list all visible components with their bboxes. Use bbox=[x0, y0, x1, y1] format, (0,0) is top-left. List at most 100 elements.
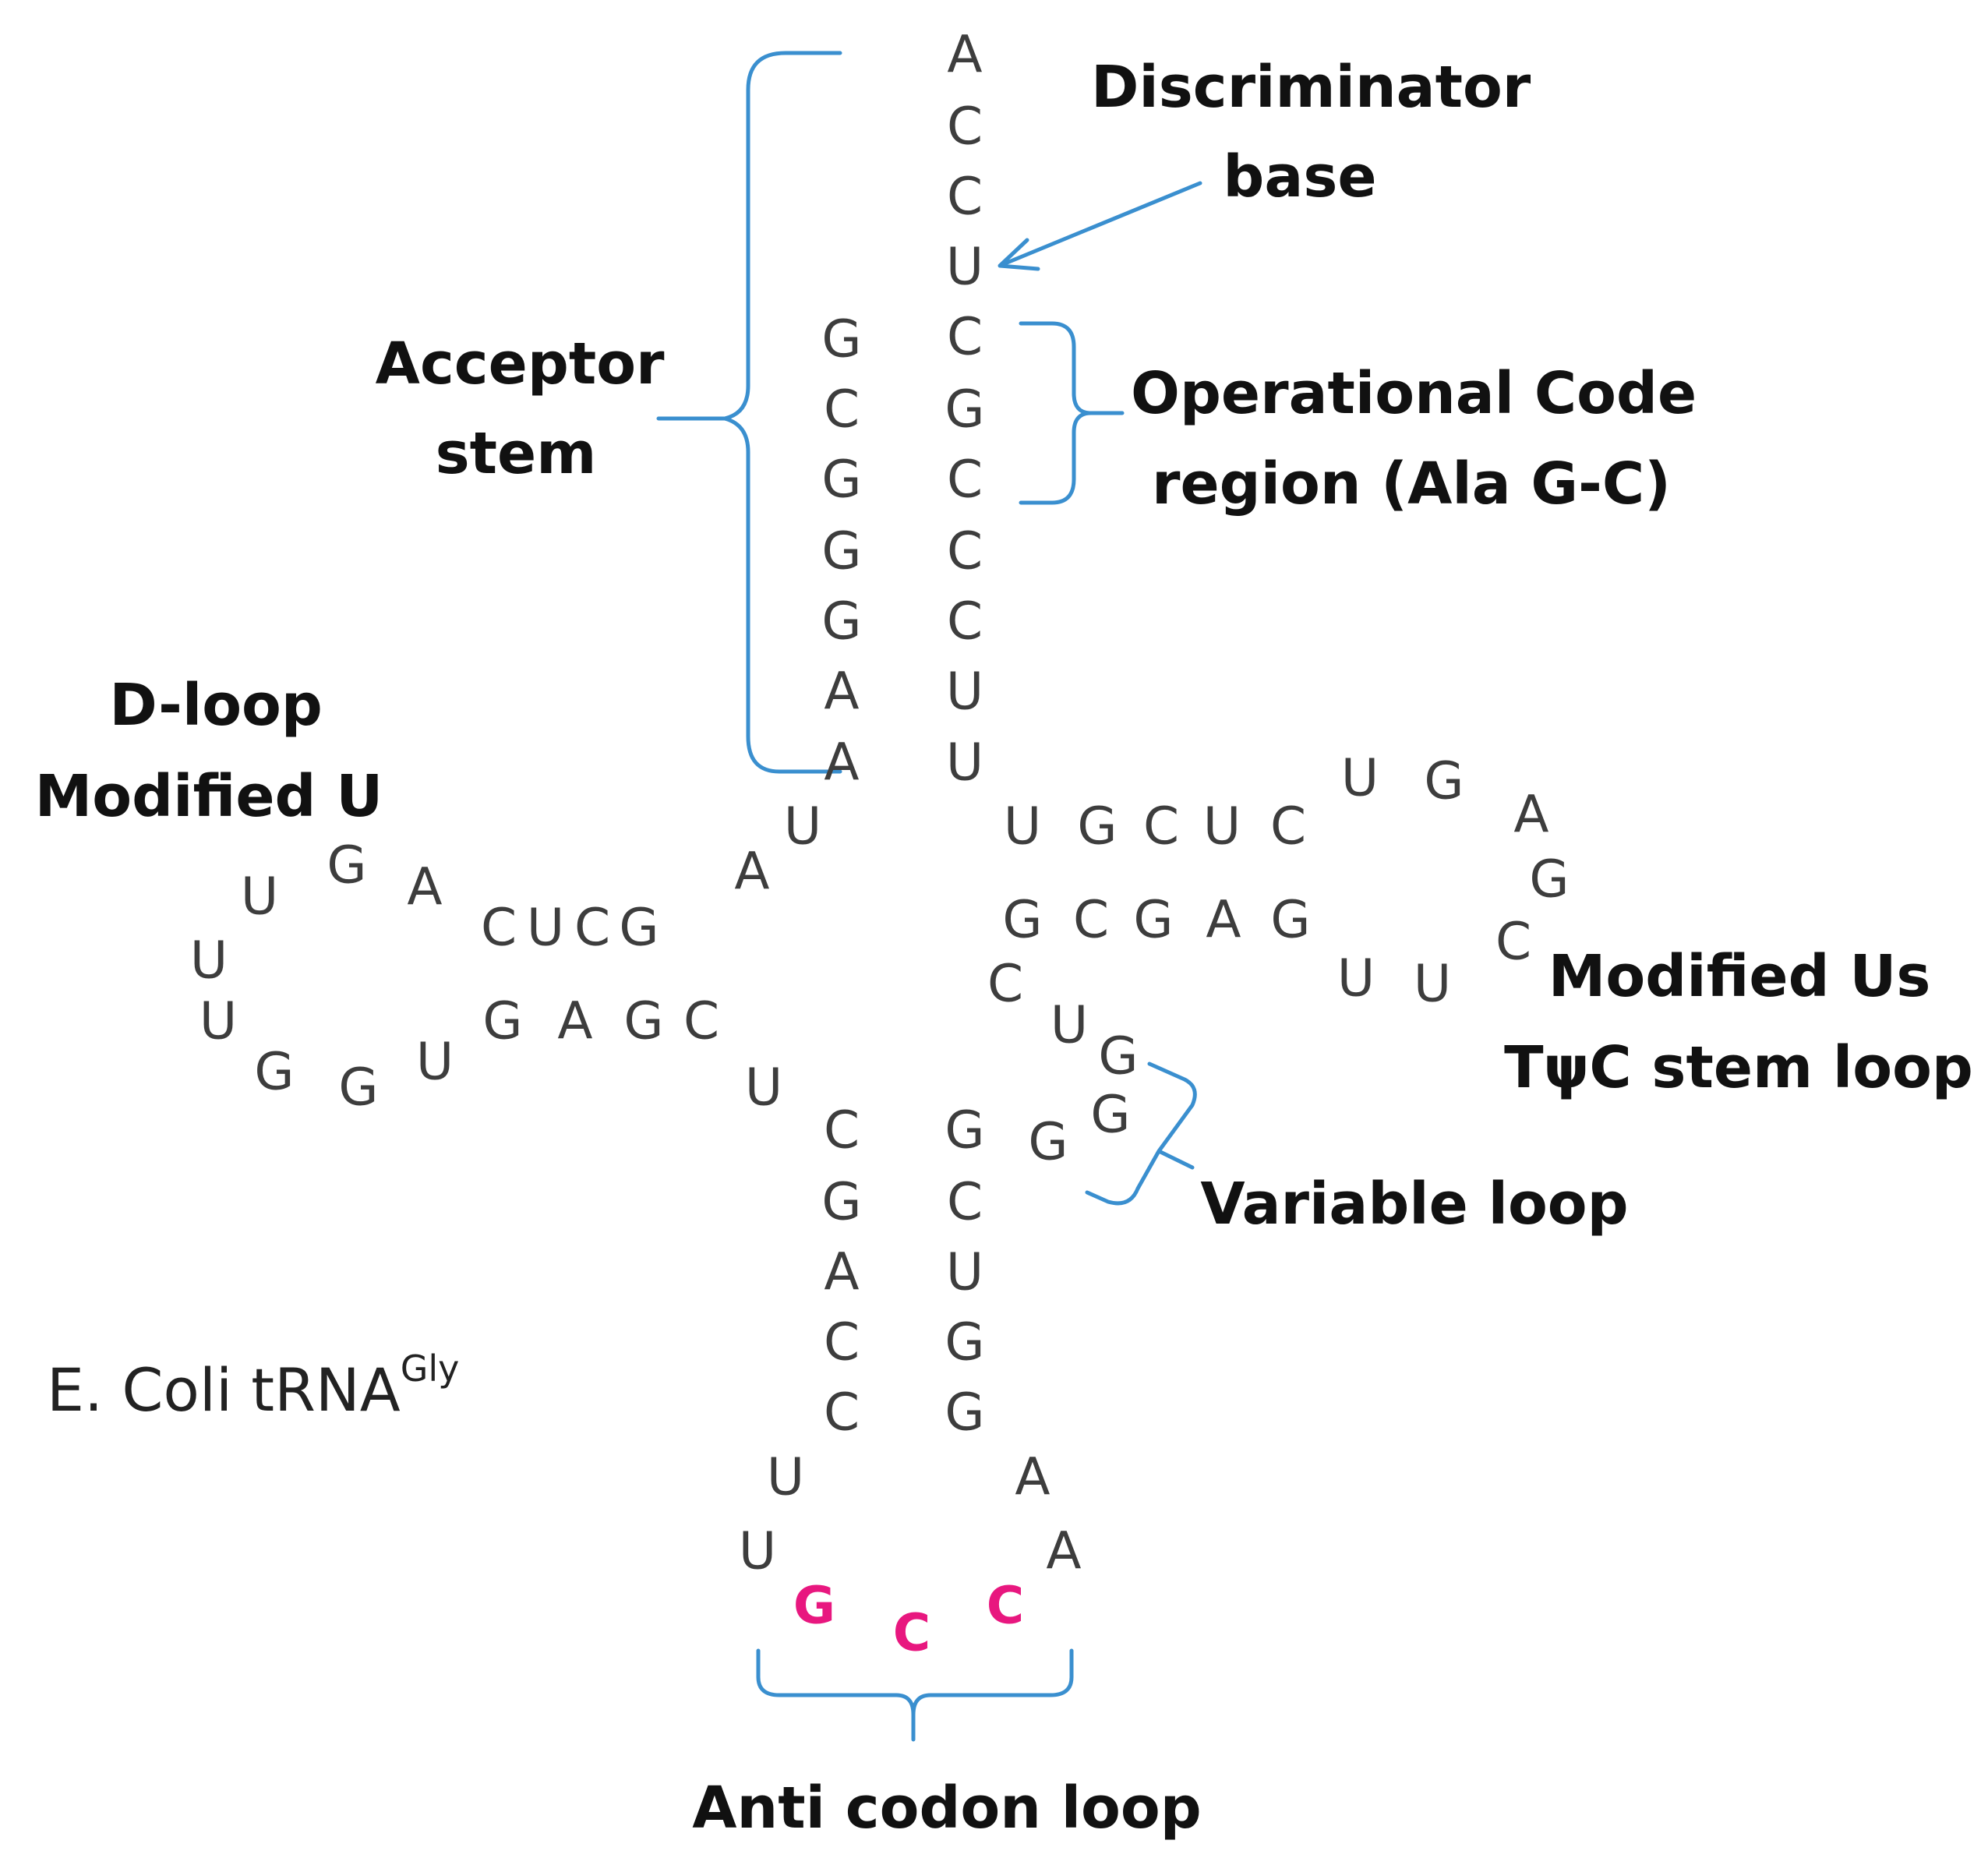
nucleotide-connector-2-1: U bbox=[745, 1058, 782, 1118]
nucleotide-anticodon-stem-left-1: C bbox=[824, 1100, 860, 1160]
nucleotide-anticodon-stem-left-2: G bbox=[821, 1172, 861, 1232]
nucleotide-t-stem-bottom-5: G bbox=[1270, 890, 1310, 950]
nucleotide-acceptor-3prime-7: C bbox=[947, 450, 983, 510]
acceptor-label-line-2: stem bbox=[436, 420, 597, 487]
nucleotide-t-stem-top-5: C bbox=[1270, 797, 1306, 857]
diagram-title: E. Coli tRNAGly bbox=[47, 1348, 459, 1425]
nucleotide-t-stem-bottom-3: G bbox=[1133, 890, 1173, 950]
nucleotide-acceptor-3prime-5: C bbox=[947, 307, 983, 367]
tpsic-label: Modified Us TψC stem loop bbox=[1504, 943, 1973, 1101]
nucleotide-acceptor-5prime-1: G bbox=[821, 309, 861, 369]
nucleotide-acceptor-3prime-1: A bbox=[947, 25, 982, 85]
discriminator-label: Discriminator base bbox=[1091, 54, 1551, 210]
nucleotide-t-loop-7: U bbox=[1337, 948, 1375, 1008]
nucleotide-acceptor-3prime-10: U bbox=[946, 662, 983, 722]
nucleotide-t-loop-6: U bbox=[1414, 954, 1451, 1014]
nucleotide-d-loop-6: G bbox=[254, 1042, 294, 1102]
nucleotide-variable-loop-4: G bbox=[1090, 1085, 1130, 1145]
nucleotide-t-stem-top-2: G bbox=[1077, 797, 1117, 857]
acceptor-stem-bracket bbox=[656, 51, 842, 774]
nucleotide-variable-loop-5: G bbox=[1028, 1112, 1068, 1172]
nucleotide-variable-loop-2: U bbox=[1050, 995, 1088, 1055]
variable-loop-label-line-1: Variable loop bbox=[1200, 1171, 1628, 1238]
nucleotide-anticodon-stem-right-5: G bbox=[945, 1383, 984, 1443]
nucleotide-d-loop-8: U bbox=[416, 1032, 454, 1092]
discriminator-arrow bbox=[999, 181, 1202, 267]
nucleotide-t-loop-4: G bbox=[1529, 850, 1569, 910]
nucleotide-d-stem-top-3: C bbox=[574, 898, 610, 958]
title-main: E. Coli tRNA bbox=[47, 1355, 401, 1425]
nucleotide-d-stem-top-1: C bbox=[481, 898, 517, 958]
discriminator-label-line-2: base bbox=[1223, 143, 1376, 210]
nucleotide-d-stem-top-2: U bbox=[527, 898, 564, 958]
nucleotide-acceptor-5prime-5: G bbox=[821, 592, 861, 652]
nucleotide-d-loop-4: U bbox=[190, 931, 228, 991]
nucleotide-anticodon-stem-right-2: C bbox=[947, 1172, 983, 1232]
nucleotide-anticodon-stem-right-3: U bbox=[946, 1242, 983, 1302]
acceptor-stem-label: Acceptor stem bbox=[376, 330, 685, 487]
discriminator-arrowhead bbox=[998, 238, 1040, 271]
anticodon-loop-bracket bbox=[756, 1648, 1074, 1742]
nucleotide-acceptor-3prime-4: U bbox=[946, 237, 983, 297]
nucleotide-t-loop-5: C bbox=[1495, 912, 1531, 972]
variable-loop-label: Variable loop bbox=[1200, 1171, 1628, 1238]
nucleotide-t-stem-bottom-4: A bbox=[1206, 890, 1241, 950]
nucleotide-d-loop-2: G bbox=[327, 835, 366, 895]
nucleotide-t-stem-bottom-1: G bbox=[1002, 890, 1042, 950]
d-loop-label: D-loop Modified U bbox=[35, 672, 383, 830]
discriminator-label-line-1: Discriminator bbox=[1091, 54, 1531, 121]
nucleotide-t-stem-top-4: U bbox=[1203, 797, 1241, 857]
nucleotide-acceptor-3prime-9: C bbox=[947, 592, 983, 652]
nucleotide-t-loop-3: A bbox=[1513, 785, 1548, 845]
nucleotide-connector-2: A bbox=[734, 842, 769, 902]
nucleotide-connector-1: U bbox=[784, 797, 821, 857]
d-loop-label-line-1: D-loop bbox=[109, 672, 323, 739]
anticodon-loop-label: Anti codon loop bbox=[692, 1775, 1201, 1842]
nucleotide-acceptor-5prime-7: A bbox=[824, 733, 859, 793]
operational-code-label: Operational Code region (Ala G-C) bbox=[1131, 360, 1717, 517]
nucleotide-t-stem-top-3: C bbox=[1143, 797, 1179, 857]
nucleotide-t-stem-bottom-2: C bbox=[1073, 890, 1109, 950]
nucleotide-acceptor-5prime-6: A bbox=[824, 662, 859, 722]
nucleotide-anticodon-loop-left-2: U bbox=[739, 1521, 776, 1581]
nucleotide-acceptor-3prime-2: C bbox=[947, 97, 983, 157]
nucleotide-t-stem-top-1: U bbox=[1004, 797, 1041, 857]
nucleotide-acceptor-5prime-2: C bbox=[824, 380, 860, 440]
nucleotide-d-loop-3: A bbox=[407, 857, 442, 917]
nucleotide-t-loop-2: G bbox=[1424, 751, 1464, 811]
nucleotide-t-loop-1: U bbox=[1341, 748, 1379, 808]
nucleotide-d-stem-bottom-2: A bbox=[557, 991, 592, 1051]
nucleotide-anticodon-3: C bbox=[987, 1576, 1024, 1636]
operational-code-bracket bbox=[1019, 321, 1125, 505]
tpsic-label-line-2: TψC stem loop bbox=[1504, 1034, 1973, 1101]
nucleotide-anticodon-stem-right-1: G bbox=[945, 1100, 984, 1160]
nucleotide-acceptor-5prime-3: G bbox=[821, 450, 861, 510]
nucleotide-anticodon-1: G bbox=[793, 1576, 835, 1636]
nucleotide-acceptor-3prime-8: C bbox=[947, 521, 983, 581]
nucleotide-variable-loop-3: G bbox=[1098, 1026, 1138, 1086]
nucleotide-d-stem-bottom-3: G bbox=[623, 991, 663, 1051]
nucleotide-anticodon-loop-right-1: A bbox=[1015, 1447, 1050, 1507]
nucleotide-d-stem-bottom-1: G bbox=[482, 991, 522, 1051]
nucleotide-d-loop-1: U bbox=[241, 867, 278, 927]
nucleotide-d-stem-bottom-4: C bbox=[683, 991, 719, 1051]
tpsic-label-line-1: Modified Us bbox=[1548, 943, 1931, 1010]
nucleotide-d-stem-top-4: G bbox=[619, 898, 659, 958]
d-loop-label-line-2: Modified U bbox=[35, 763, 383, 830]
nucleotide-acceptor-3prime-11: U bbox=[946, 733, 983, 793]
nucleotide-variable-loop-1: C bbox=[987, 954, 1023, 1014]
title-superscript: Gly bbox=[401, 1348, 460, 1390]
nucleotide-anticodon-stem-left-3: A bbox=[824, 1242, 859, 1302]
nucleotide-acceptor-3prime-6: G bbox=[945, 380, 984, 440]
nucleotide-anticodon-2: C bbox=[893, 1603, 930, 1663]
operational-label-line-1: Operational Code bbox=[1131, 360, 1697, 427]
nucleotide-anticodon-stem-left-5: C bbox=[824, 1383, 860, 1443]
anticodon-loop-label-line-1: Anti codon loop bbox=[692, 1775, 1201, 1842]
nucleotide-acceptor-3prime-3: C bbox=[947, 167, 983, 227]
nucleotide-d-loop-7: G bbox=[338, 1058, 378, 1118]
variable-loop-bracket bbox=[1085, 1061, 1197, 1206]
nucleotide-anticodon-loop-left-1: U bbox=[767, 1447, 804, 1507]
nucleotide-anticodon-stem-right-4: G bbox=[945, 1312, 984, 1372]
